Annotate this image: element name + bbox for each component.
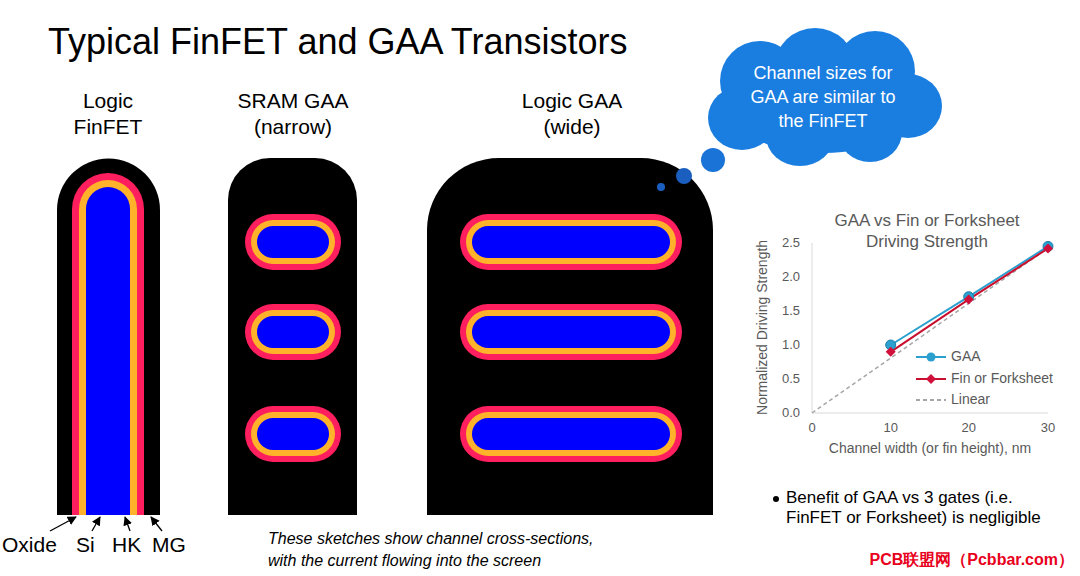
thought-bubble [701,148,725,172]
legend-line [916,399,946,401]
column-heading: Logic FinFET [58,88,158,140]
sheet-layer [251,310,335,354]
layer-label: Si [76,532,95,557]
sheet-layer [460,304,682,360]
layer-label: Oxide [2,532,57,557]
sram-sheets [245,214,341,462]
fin-point [886,347,896,357]
logic-gate [427,158,713,515]
tick-label: 30 [1033,420,1063,436]
sheet-layer [251,220,335,264]
y-axis [812,243,813,413]
finfet-layer [79,180,137,515]
logic-sheets [460,214,682,462]
sheet-layer [466,310,676,354]
tick-label: 0.0 [768,405,800,421]
axis-title: Normalized Driving Strength [754,227,771,427]
bullet-dot [773,496,779,502]
leader-line [125,517,130,531]
sheet-layer [466,220,676,264]
leader-line [50,517,76,531]
legend-marker [926,374,936,384]
tick-label: 0.5 [768,371,800,387]
sheet-channel [472,316,670,348]
sheet-layer [251,412,335,456]
thought-bubble [657,183,665,191]
leader-line [92,517,100,531]
callout-text: Channel sizes for GAA are similar to the… [738,61,908,133]
tick-label: 20 [954,420,984,436]
sheet-channel [257,418,329,450]
column-heading: Logic GAA (wide) [507,88,637,140]
sheet-layer [245,406,341,462]
layer-label: HK [112,532,141,557]
column-heading: SRAM GAA (narrow) [223,88,363,140]
legend-sample [916,400,946,401]
legend-marker [927,353,936,362]
tick-label: 1.0 [768,337,800,353]
fin-series [891,248,1048,351]
fin-point [1043,243,1053,253]
legend-samples [916,353,946,401]
node-text-wrap: Channel sizes for GAA are similar to the… [738,61,908,133]
sheet-channel [472,418,670,450]
finfet-gate [57,159,160,516]
callout-cloud: Channel sizes for GAA are similar to the… [700,26,946,168]
legend-label: GAA [951,348,981,365]
legend-sample [916,374,946,384]
leader-line [151,517,162,531]
axis-title: Channel width (or fin height), nm [790,440,1070,457]
tick-label: 0 [797,420,827,436]
sram-gate [228,158,357,515]
sheet-channel [472,226,670,258]
linear-line [812,248,1048,413]
thought-bubble [676,168,692,184]
sheet-layer [460,406,682,462]
finfet-layer [72,173,144,515]
legend-label: Fin or Forksheet [951,370,1053,387]
chart-title: GAA vs Fin or Forksheet Driving Strength [817,210,1037,252]
fin-point [964,294,974,304]
bullet-note: Benefit of GAA vs 3 gates (i.e. FinFET o… [786,488,1061,528]
tick-label: 10 [876,420,906,436]
sheet-channel [257,226,329,258]
legend-sample [916,353,946,362]
legend-label: Linear [951,391,990,408]
tick-label: 1.5 [768,303,800,319]
watermark: PCB联盟网（Pcbbar.com） [870,550,1074,569]
x-axis [812,413,1048,414]
slide-title: Typical FinFET and GAA Transistors [48,20,628,63]
tick-label: 2.0 [768,269,800,285]
finfet-channel [86,187,130,515]
sheet-layer [460,214,682,270]
sheet-layer [245,214,341,270]
sheet-layer [245,304,341,360]
tick-label: 2.5 [768,235,800,251]
sheet-layer [466,412,676,456]
sheet-channel [257,316,329,348]
caption: These sketches show channel cross-sectio… [268,528,618,572]
gaa-series [891,246,1048,345]
layer-label: MG [152,532,186,557]
